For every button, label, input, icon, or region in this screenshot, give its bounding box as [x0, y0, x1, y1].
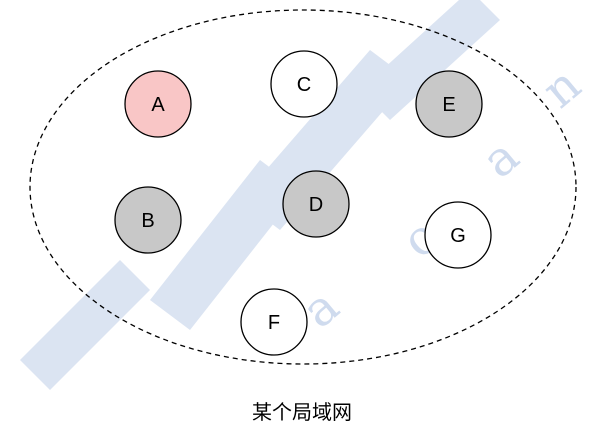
node-f-label: F — [268, 312, 280, 334]
node-c[interactable]: C — [270, 50, 338, 118]
node-e[interactable]: E — [415, 70, 483, 138]
node-d-circle — [282, 170, 350, 238]
node-c-circle — [270, 50, 338, 118]
svg-text:a: a — [472, 128, 530, 189]
node-a-circle — [124, 70, 192, 138]
node-f-circle — [240, 288, 308, 356]
node-a-label: A — [151, 94, 165, 116]
node-g-circle — [424, 201, 492, 269]
node-f[interactable]: F — [240, 288, 308, 356]
node-e-label: E — [442, 94, 455, 116]
node-b[interactable]: B — [114, 186, 182, 254]
node-b-circle — [114, 186, 182, 254]
diagram-caption: 某个局域网 — [252, 400, 352, 424]
node-g[interactable]: G — [424, 201, 492, 269]
node-d-label: D — [309, 194, 323, 216]
node-c-label: C — [297, 74, 311, 96]
node-a[interactable]: A — [124, 70, 192, 138]
node-d[interactable]: D — [282, 170, 350, 238]
svg-text:n: n — [532, 56, 592, 119]
node-e-circle — [415, 70, 483, 138]
node-b-label: B — [141, 210, 154, 232]
lan-boundary — [29, 9, 577, 365]
node-g-label: G — [450, 225, 466, 247]
